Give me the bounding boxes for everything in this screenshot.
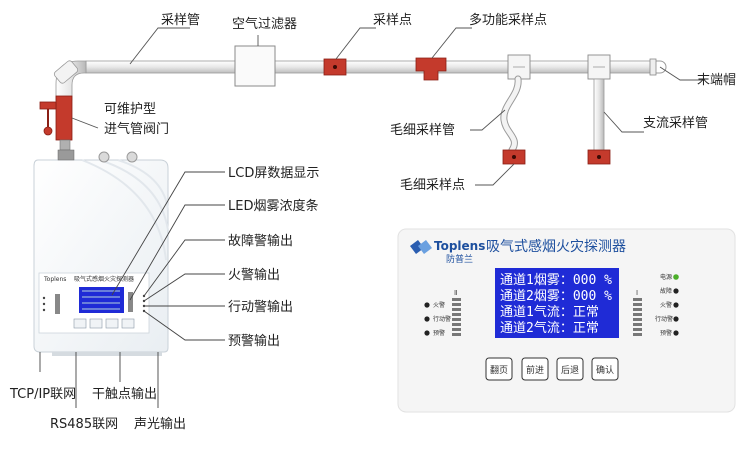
right-bar-mark: Ⅰ [636,289,638,297]
leader-lines-bottom [39,352,159,408]
capillary-tube [500,75,526,165]
label-valve-line1: 可维护型 [104,102,156,117]
panel-button-page[interactable]: 翻页 [485,357,513,381]
panel-lcd-screen [495,268,619,338]
toplens-logo-icon [410,240,432,254]
inlet-valve [39,95,73,151]
sampling-pipe [85,60,667,74]
device-mini-title: 吸气式感烟火灾探测器 [74,275,134,283]
right-indicators: 电源 故障 火警 行动警 预警 [655,273,679,337]
left-bar-mark: Ⅱ [454,289,457,297]
button-label-page: 翻页 [490,365,508,376]
right-ind-pre: 预警 [660,329,672,337]
button-label-forward: 前进 [526,364,544,376]
button-label-back: 后退 [561,365,579,376]
label-action: 行动警输出 [228,299,293,315]
tee-fitting-1 [507,54,531,80]
leader-lines-top [71,27,704,186]
left-ind-fire: 火警 [433,301,445,309]
label-tcp: TCP/IP联网 [9,387,76,402]
panel-title: 吸气式感烟火灾探测器 [486,238,626,255]
label-rs485: RS485联网 [50,417,118,432]
label-air-filter: 空气过滤器 [232,16,297,32]
label-end-cap: 末端帽 [697,72,736,88]
right-ind-action: 行动警 [655,315,673,323]
left-ind-pre: 预警 [433,329,445,337]
pipe-elbow [53,60,87,101]
label-prealarm: 预警输出 [228,333,280,349]
lcd-line-4: 通道2气流：正常 [500,320,599,336]
label-capillary-pipe: 毛细采样管 [390,123,455,138]
branch-pipe [587,78,611,165]
lcd-line-3: 通道1气流：正常 [500,304,599,320]
label-sampling-pipe: 采样管 [161,13,200,28]
right-ind-fire: 火警 [660,301,672,309]
label-sound-light: 声光输出 [134,416,186,432]
leader-lines-side [111,171,225,341]
label-lcd: LCD屏数据显示 [228,166,319,181]
left-led-bar [452,298,461,336]
end-cap [649,58,657,76]
panel-button-forward[interactable]: 前进 [521,357,549,381]
power-led-icon [673,274,679,280]
sampling-point [323,58,347,76]
right-led-bar [633,298,642,336]
label-multi-point: 多功能采样点 [469,12,547,28]
panel-brand-sub: 防普兰 [446,253,473,265]
left-indicators: 火警 行动警 预警 [424,301,451,337]
left-ind-action: 行动警 [433,315,451,323]
right-ind-fault: 故障 [660,287,672,295]
detector-device: Toplens 吸气式感烟火灾探测器 [33,149,169,356]
button-label-confirm: 确认 [596,364,614,376]
label-sampling-point: 采样点 [373,13,412,28]
lcd-line-2: 通道2烟雾：000 % [500,289,612,304]
label-capillary-point: 毛细采样点 [400,178,465,193]
label-fault: 故障警输出 [228,233,293,249]
panel-brand: Toplens [434,239,485,253]
panel-button-confirm[interactable]: 确认 [591,357,619,381]
detector-front-panel: Toplens 防普兰 吸气式感烟火灾探测器 通道1烟雾：000 % 通道2烟雾… [397,228,736,413]
panel-button-back[interactable]: 后退 [556,357,584,381]
air-filter-box [234,45,276,87]
label-led-bar: LED烟雾浓度条 [228,198,318,214]
device-brand: Toplens [43,276,66,283]
label-dry-contact: 干触点输出 [92,386,157,402]
label-branch-pipe: 支流采样管 [643,116,708,131]
label-fire: 火警输出 [228,267,280,283]
lcd-line-1: 通道1烟雾：000 % [500,273,612,288]
label-valve-line2: 进气管阀门 [104,121,169,137]
right-ind-power: 电源 [660,273,672,281]
multi-sampling-point [415,57,447,81]
tee-fitting-2 [587,54,611,80]
